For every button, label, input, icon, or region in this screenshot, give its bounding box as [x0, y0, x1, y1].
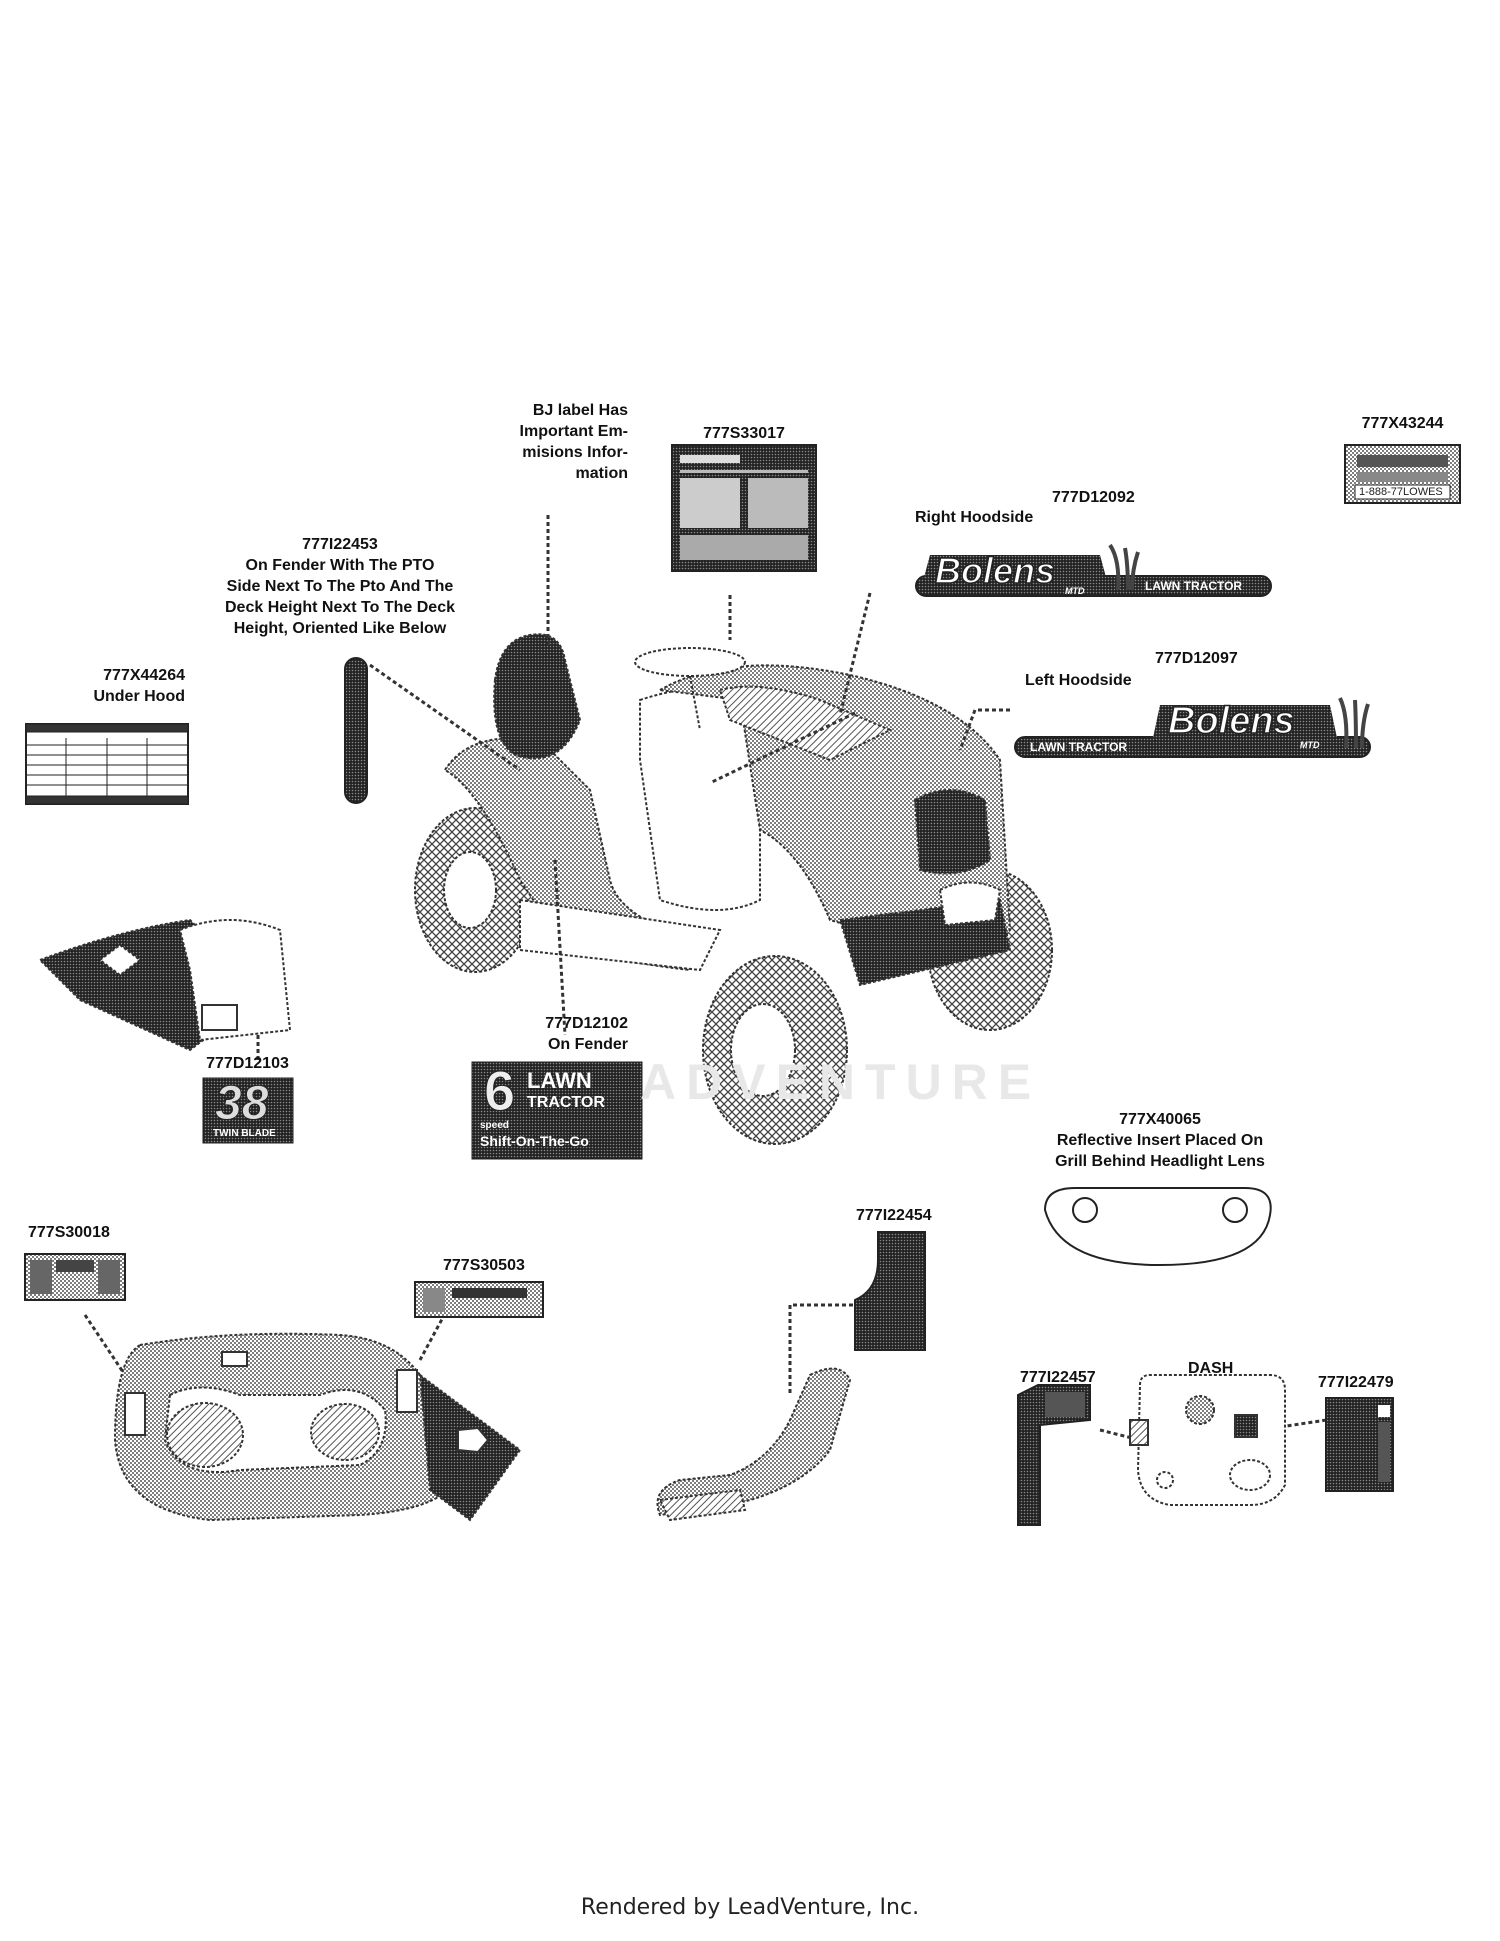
- decal-shift-on-the-go-text: Shift-On-The-Go: [480, 1133, 589, 1149]
- decal-777d12102-6-speed: [471, 1061, 643, 1160]
- decal-twin-blade-text: TWIN BLADE: [213, 1128, 276, 1139]
- label-dash: DASH: [1188, 1360, 1234, 1377]
- decal-777x44264-table: [25, 723, 189, 805]
- decal-777x43244: [1344, 444, 1461, 504]
- label-777s30018: 777S30018: [28, 1224, 110, 1241]
- decal-777i22479: [1325, 1397, 1394, 1492]
- label-777d12092: 777D12092: [1052, 489, 1135, 506]
- decal-777i22457: [1017, 1384, 1091, 1526]
- decal-lawn-tractor-left-text: LAWN TRACTOR: [1030, 740, 1128, 754]
- label-777x43244: 777X43244: [1361, 415, 1444, 432]
- decal-777x40065-reflective-insert: [1043, 1187, 1272, 1267]
- label-777i22457: 777I22457: [1020, 1369, 1096, 1386]
- decal-777d12103-38: [202, 1077, 294, 1144]
- dash-illustration: [1129, 1374, 1286, 1506]
- decal-lawn-text: LAWN: [527, 1068, 592, 1093]
- decal-777s30018: [24, 1253, 126, 1301]
- decal-777s30503: [414, 1281, 544, 1318]
- label-right-hoodside: Right Hoodside: [915, 509, 1034, 526]
- label-bj-emissions: BJ label Has Important Em- misions Infor…: [519, 402, 628, 482]
- leader-lines: [83, 515, 1341, 1442]
- decal-bolens-left-text: Bolens: [1167, 699, 1295, 743]
- decal-6-text: 6: [483, 1059, 516, 1123]
- label-777i22479: 777I22479: [1318, 1374, 1394, 1391]
- label-777d12097: 777D12097: [1155, 650, 1238, 667]
- decal-tractor-text: TRACTOR: [527, 1094, 605, 1111]
- lawn-tractor-illustration: [414, 633, 1053, 1145]
- footer-credit: Rendered by LeadVenture, Inc.: [580, 1895, 920, 1920]
- decal-777d12092-right-hoodside: [915, 543, 1272, 597]
- decal-777i22454: [854, 1231, 926, 1351]
- label-777x44264: 777X44264 Under Hood: [93, 667, 185, 705]
- label-777i22454: 777I22454: [856, 1207, 932, 1224]
- mower-deck-illustration: [113, 1332, 522, 1522]
- label-777i22453: 777I22453 On Fender With The PTO Side Ne…: [225, 536, 455, 637]
- label-777s30503: 777S30503: [443, 1257, 525, 1274]
- decal-lowes-text: 1-888-77LOWES: [1359, 486, 1443, 498]
- brake-pedal-illustration: [656, 1367, 852, 1522]
- decal-speed-text: speed: [480, 1120, 509, 1131]
- label-777s33017: 777S33017: [703, 425, 785, 442]
- decal-lawn-tractor-right-text: LAWN TRACTOR: [1145, 579, 1243, 593]
- discharge-chute-illustration: [38, 918, 292, 1052]
- label-777d12103: 777D12103: [206, 1055, 289, 1072]
- decal-38-text: 38: [214, 1077, 269, 1131]
- watermark: ADVENTURE: [640, 1054, 1042, 1110]
- label-777x40065: 777X40065 Reflective Insert Placed On Gr…: [1055, 1111, 1265, 1170]
- decal-777i22453-strip: [344, 657, 368, 804]
- decal-bolens-right-text: Bolens: [934, 549, 1056, 592]
- label-777d12102: 777D12102 On Fender: [545, 1015, 628, 1053]
- label-left-hoodside: Left Hoodside: [1025, 672, 1132, 689]
- decal-mtd-right-text: MTD: [1065, 586, 1085, 596]
- decal-mtd-left-text: MTD: [1300, 740, 1320, 750]
- decal-777s33017: [671, 444, 817, 572]
- decal-777d12097-left-hoodside: [1014, 697, 1371, 758]
